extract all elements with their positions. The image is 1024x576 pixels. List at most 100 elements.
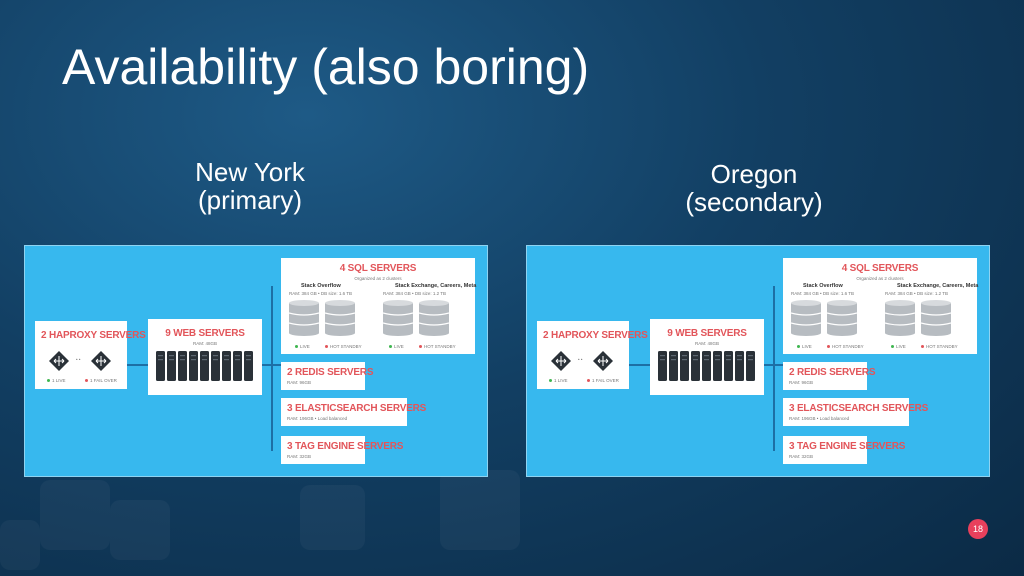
background-tile — [0, 520, 40, 570]
web-server-icon — [713, 351, 722, 381]
web-server-icon — [189, 351, 198, 381]
web-server-icon — [244, 351, 253, 381]
web-ram: RAM: 48GB — [192, 341, 217, 346]
sql-cluster-name: Stack Overflow — [803, 283, 843, 289]
redis-ram: RAM: 96GB — [789, 380, 814, 385]
web-ram: RAM: 48GB — [694, 341, 719, 346]
database-icon — [288, 300, 320, 341]
router-icon — [89, 349, 113, 378]
web-server-icon — [178, 351, 187, 381]
redis-servers-card: 2 REDIS SERVERS RAM: 96GB — [783, 362, 876, 390]
database-icon — [790, 300, 822, 341]
web-title: 9 WEB SERVERS — [165, 328, 245, 339]
web-server-icon — [724, 351, 733, 381]
sql-standby-status: HOT STANDBY — [921, 344, 958, 349]
sql-live-status: LIVE — [389, 344, 404, 349]
router-icon — [549, 349, 573, 378]
web-server-icon — [702, 351, 711, 381]
elastic-title: 3 ELASTICSEARCH SERVERS — [287, 403, 427, 414]
sql-standby-status: HOT STANDBY — [325, 344, 362, 349]
web-server-icon — [680, 351, 689, 381]
web-server-icon — [669, 351, 678, 381]
redis-title: 2 REDIS SERVERS — [789, 367, 876, 378]
connector-line — [271, 286, 273, 451]
sql-subtitle: Organized as 2 clusters — [856, 276, 904, 281]
elastic-title: 3 ELASTICSEARCH SERVERS — [789, 403, 929, 414]
site-role: (primary) — [198, 185, 302, 215]
web-servers-card: 9 WEB SERVERS RAM: 48GB — [148, 319, 262, 395]
redis-title: 2 REDIS SERVERS — [287, 367, 374, 378]
background-tile — [300, 485, 365, 550]
router-icon — [47, 349, 71, 378]
haproxy-title: 2 HAPROXY SERVERS — [543, 330, 648, 341]
connector-line — [628, 364, 650, 366]
haproxy-failover-status: 1 FAIL OVER — [587, 378, 619, 383]
redis-servers-card: 2 REDIS SERVERS RAM: 96GB — [281, 362, 374, 390]
router-icon — [591, 349, 615, 378]
tag-title: 3 TAG ENGINE SERVERS — [287, 441, 404, 452]
web-server-rack — [152, 351, 258, 388]
sql-standby-status: HOT STANDBY — [827, 344, 864, 349]
web-server-icon — [167, 351, 176, 381]
site-name: New York — [195, 157, 305, 187]
sql-live-status: LIVE — [891, 344, 906, 349]
tag-engine-servers-card: 3 TAG ENGINE SERVERS RAM: 32GB — [783, 436, 906, 464]
web-servers-card: 9 WEB SERVERS RAM: 48GB — [650, 319, 764, 395]
sql-cluster-name: Stack Exchange, Careers, Meta — [395, 283, 477, 289]
connector-line — [773, 286, 775, 451]
connector-line — [126, 364, 148, 366]
database-icon — [826, 300, 858, 341]
sql-cluster-specs: RAM: 384 GB • DB size: 1.6 TB — [791, 291, 855, 296]
elastic-ram: RAM: 196GB • Load balanced — [287, 416, 348, 421]
database-icon — [382, 300, 414, 341]
web-server-icon — [211, 351, 220, 381]
web-server-icon — [658, 351, 667, 381]
background-tile — [110, 500, 170, 560]
tag-engine-servers-card: 3 TAG ENGINE SERVERS RAM: 32GB — [281, 436, 404, 464]
background-tile — [40, 480, 110, 550]
site-label-secondary: Oregon (secondary) — [654, 160, 854, 216]
web-server-icon — [156, 351, 165, 381]
haproxy-failover-status: 1 FAIL OVER — [85, 378, 117, 383]
tag-ram: RAM: 32GB — [789, 454, 814, 459]
sql-cluster-specs: RAM: 384 GB • DB size: 1.2 TB — [885, 291, 949, 296]
site-role: (secondary) — [685, 187, 823, 217]
background-tile — [440, 470, 520, 550]
sql-standby-status: HOT STANDBY — [419, 344, 456, 349]
tag-title: 3 TAG ENGINE SERVERS — [789, 441, 906, 452]
web-server-rack — [654, 351, 760, 388]
sql-cluster-name: Stack Exchange, Careers, Meta — [897, 283, 979, 289]
haproxy-servers-card: 2 HAPROXY SERVERS • • 1 LIVE 1 FAIL OVER — [537, 321, 648, 389]
sql-cluster-name: Stack Overflow — [301, 283, 341, 289]
site-label-primary: New York (primary) — [150, 158, 350, 214]
slide-title: Availability (also boring) — [62, 39, 590, 95]
page-number: 18 — [968, 519, 988, 539]
sql-cluster-specs: RAM: 384 GB • DB size: 1.2 TB — [383, 291, 447, 296]
site-name: Oregon — [710, 159, 798, 189]
sql-cluster-specs: RAM: 384 GB • DB size: 1.6 TB — [289, 291, 353, 296]
web-server-icon — [233, 351, 242, 381]
sql-live-status: LIVE — [295, 344, 310, 349]
web-title: 9 WEB SERVERS — [667, 328, 747, 339]
proxy-link: • • — [578, 357, 583, 362]
sql-live-status: LIVE — [797, 344, 812, 349]
web-server-icon — [746, 351, 755, 381]
web-server-icon — [222, 351, 231, 381]
tag-ram: RAM: 32GB — [287, 454, 312, 459]
redis-ram: RAM: 96GB — [287, 380, 312, 385]
haproxy-live-status: 1 LIVE — [47, 378, 66, 383]
web-server-icon — [735, 351, 744, 381]
elasticsearch-servers-card: 3 ELASTICSEARCH SERVERS RAM: 196GB • Load… — [281, 398, 427, 426]
database-icon — [884, 300, 916, 341]
sql-title: 4 SQL SERVERS — [841, 263, 919, 274]
sql-subtitle: Organized as 2 clusters — [354, 276, 402, 281]
haproxy-live-status: 1 LIVE — [549, 378, 568, 383]
database-icon — [920, 300, 952, 341]
haproxy-title: 2 HAPROXY SERVERS — [41, 330, 146, 341]
